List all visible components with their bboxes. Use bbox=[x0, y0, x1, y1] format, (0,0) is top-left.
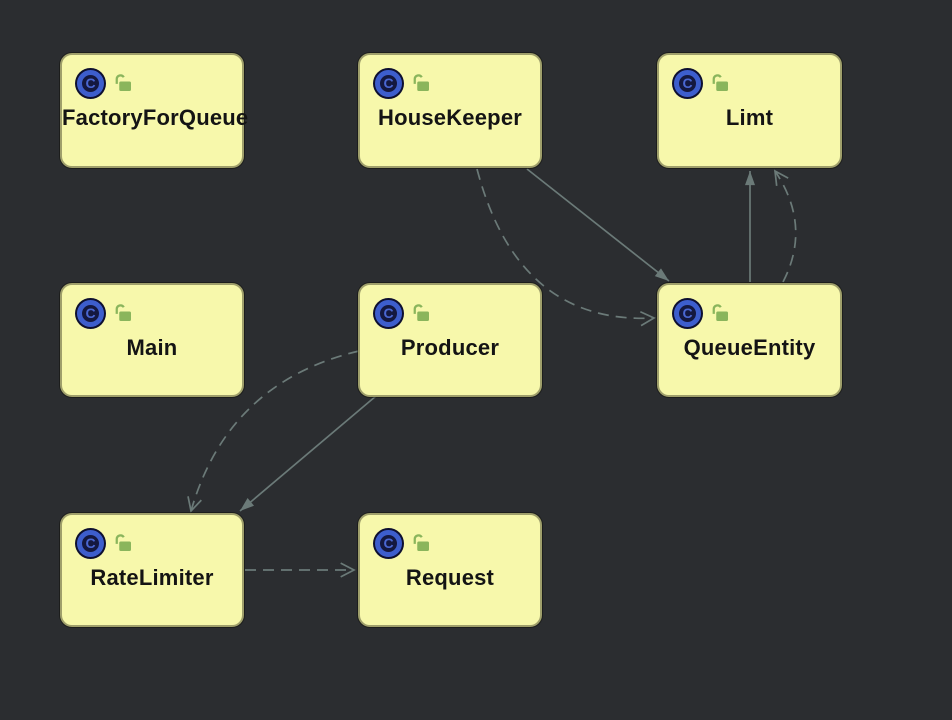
edge-queue-entity-to-limt-association[interactable] bbox=[744, 171, 756, 282]
unlocked-padlock-icon bbox=[413, 74, 429, 91]
class-name-label: Producer bbox=[400, 335, 500, 360]
class-node-producer[interactable]: C Producer bbox=[358, 283, 542, 397]
class-node-limt[interactable]: C Limt bbox=[657, 53, 842, 168]
class-icon: C bbox=[674, 70, 701, 97]
filled-arrowhead-icon bbox=[654, 268, 669, 281]
unlocked-padlock-icon bbox=[115, 304, 131, 321]
class-name-label: Request bbox=[405, 565, 495, 590]
dashed-edge-line bbox=[476, 168, 655, 320]
class-name-label: Main bbox=[126, 335, 178, 360]
open-arrowhead-icon bbox=[340, 562, 356, 578]
class-name-label: RateLimiter bbox=[90, 565, 214, 590]
open-arrowhead-icon bbox=[773, 169, 789, 187]
edge-queue-entity-to-limt-dependency[interactable] bbox=[773, 169, 797, 283]
class-name-label: QueueEntity bbox=[683, 335, 816, 360]
class-node-queue-entity[interactable]: C QueueEntity bbox=[657, 283, 842, 397]
class-icon: C bbox=[77, 530, 104, 557]
class-icon: C bbox=[375, 530, 402, 557]
filled-arrowhead-icon bbox=[744, 171, 756, 186]
class-icon: C bbox=[77, 70, 104, 97]
unlocked-padlock-icon bbox=[115, 74, 131, 91]
dashed-edge-line bbox=[774, 170, 797, 283]
edge-producer-to-rate-limiter-association[interactable] bbox=[239, 395, 377, 512]
open-arrowhead-icon bbox=[187, 496, 202, 513]
edge-rate-limiter-to-request-dependency[interactable] bbox=[245, 562, 356, 578]
edge-producer-to-rate-limiter-dependency[interactable] bbox=[187, 350, 360, 513]
class-node-main[interactable]: C Main bbox=[60, 283, 244, 397]
class-icon: C bbox=[674, 300, 701, 327]
class-node-house-keeper[interactable]: C HouseKeeper bbox=[358, 53, 542, 168]
class-icon: C bbox=[375, 300, 402, 327]
edge-house-keeper-to-queue-entity-association[interactable] bbox=[526, 168, 670, 282]
class-name-label: FactoryForQueue bbox=[62, 105, 249, 130]
edge-house-keeper-to-queue-entity-dependency[interactable] bbox=[476, 168, 656, 327]
filled-arrowhead-icon bbox=[240, 498, 255, 511]
class-name-label: HouseKeeper bbox=[377, 105, 523, 130]
unlocked-padlock-icon bbox=[115, 534, 131, 551]
unlocked-padlock-icon bbox=[413, 304, 429, 321]
class-icon: C bbox=[77, 300, 104, 327]
solid-edge-line bbox=[526, 168, 670, 282]
class-icon: C bbox=[375, 70, 402, 97]
unlocked-padlock-icon bbox=[712, 74, 728, 91]
solid-edge-line bbox=[239, 395, 377, 512]
class-name-label: Limt bbox=[725, 105, 774, 130]
open-arrowhead-icon bbox=[640, 310, 656, 327]
class-node-rate-limiter[interactable]: C RateLimiter bbox=[60, 513, 244, 627]
unlocked-padlock-icon bbox=[712, 304, 728, 321]
unlocked-padlock-icon bbox=[413, 534, 429, 551]
class-node-factory-for-queue[interactable]: C FactoryForQueue bbox=[60, 53, 249, 168]
